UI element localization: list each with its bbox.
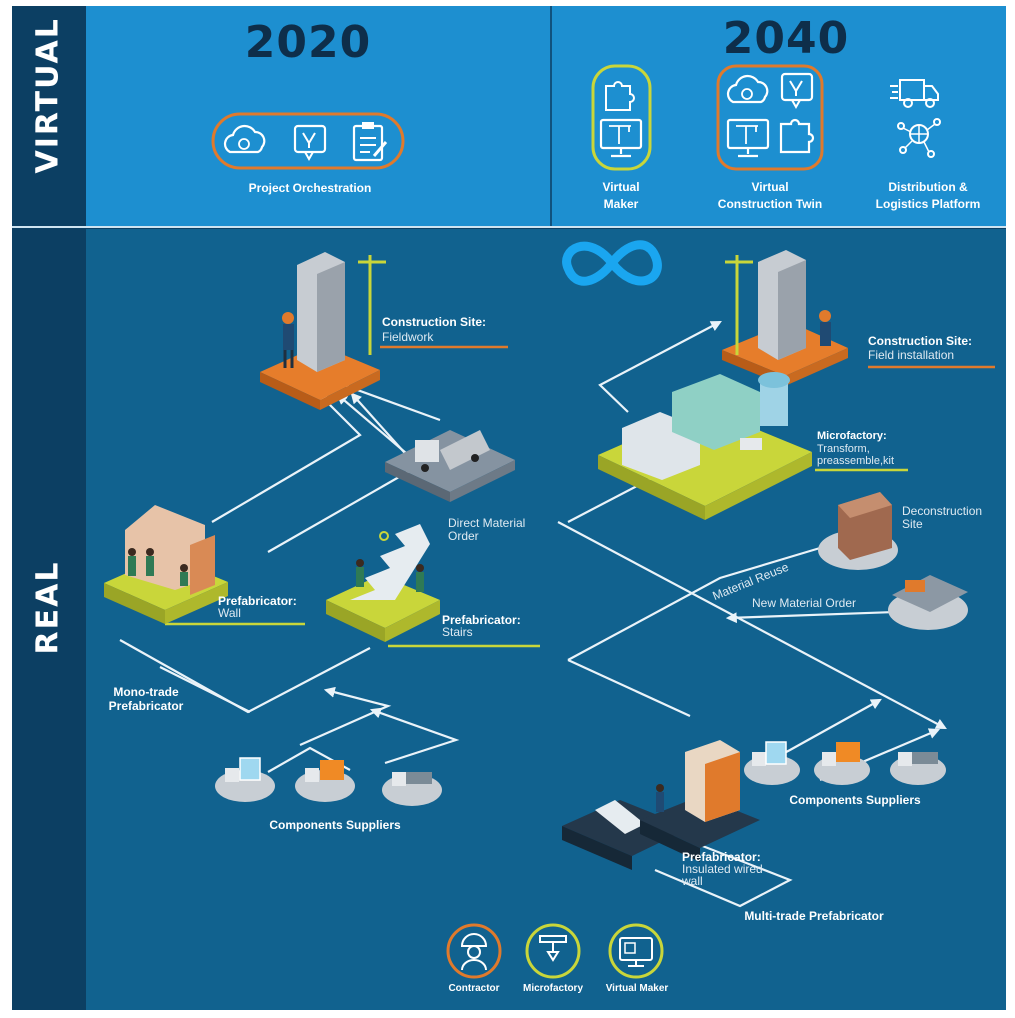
virtual-maker-pill bbox=[591, 64, 652, 171]
virtual-band bbox=[86, 6, 1006, 226]
new-material-site bbox=[888, 575, 968, 630]
network-globe-icon bbox=[897, 118, 941, 158]
year-2020: 2020 bbox=[244, 17, 372, 68]
multi-trade-label: Multi-trade Prefabricator bbox=[744, 909, 884, 923]
clipboard-icon bbox=[352, 122, 388, 162]
microfactory-icon bbox=[525, 923, 581, 979]
stairs-prefab-sub: Stairs bbox=[442, 625, 473, 639]
multi-prefab-sub-2: wall bbox=[682, 874, 703, 888]
new-material-order-label: New Material Order bbox=[752, 596, 857, 610]
truck-platform-2020 bbox=[385, 430, 515, 502]
site-2020-sub: Fieldwork bbox=[382, 330, 434, 344]
year-2040: 2040 bbox=[722, 13, 850, 64]
monitor-crane-icon bbox=[599, 118, 643, 158]
puzzle-icon bbox=[605, 81, 635, 111]
legend-virtual-maker: Virtual Maker bbox=[605, 983, 669, 994]
virtual-twin-pill bbox=[716, 64, 824, 171]
cloud-icon bbox=[726, 74, 769, 104]
project-orchestration-label: Project Orchestration bbox=[248, 181, 372, 195]
distribution-label-1: Distribution & bbox=[888, 180, 968, 194]
wall-prefabricator bbox=[104, 505, 228, 624]
side-strip-real bbox=[12, 229, 84, 1010]
virtual-twin-label-1: Virtual bbox=[751, 180, 789, 194]
site-2020-title: Construction Site: bbox=[382, 315, 486, 329]
multi-prefab-title: Prefabricator: bbox=[682, 850, 761, 864]
project-orchestration-pill bbox=[211, 112, 405, 170]
construction-site-2020 bbox=[260, 252, 386, 410]
microfactory-2040 bbox=[598, 372, 812, 520]
microfactory-sub-1: Transform, bbox=[817, 443, 870, 455]
side-strip-virtual bbox=[12, 6, 84, 226]
real-band bbox=[86, 229, 1006, 1010]
legend-contractor: Contractor bbox=[448, 983, 500, 994]
microfactory-sub-2: preassemble,kit bbox=[817, 455, 895, 467]
suppliers-2020-label: Components Suppliers bbox=[269, 818, 401, 832]
stairs-prefab-title: Prefabricator: bbox=[442, 613, 521, 627]
mono-trade-1: Mono-trade bbox=[113, 685, 179, 699]
band-label-virtual: VIRTUAL bbox=[30, 17, 66, 174]
monitor-crane-icon bbox=[726, 118, 770, 158]
virtual-maker-label-1: Virtual bbox=[602, 180, 640, 194]
chat-bubble-icon bbox=[293, 124, 327, 162]
mono-trade-2: Prefabricator bbox=[108, 699, 184, 713]
delivery-truck-icon bbox=[890, 79, 939, 108]
deconstruction-site bbox=[818, 492, 898, 570]
distribution-label-2: Logistics Platform bbox=[875, 197, 981, 211]
chat-bubble-icon bbox=[780, 72, 814, 110]
virtual-twin-label-2: Construction Twin bbox=[717, 197, 823, 211]
virtual-maker-icon bbox=[608, 923, 664, 979]
site-2040-title: Construction Site: bbox=[868, 334, 972, 348]
site-2040-sub: Field installation bbox=[868, 348, 955, 362]
cloud-icon bbox=[223, 124, 266, 154]
deconstruction-2: Site bbox=[902, 517, 923, 531]
suppliers-2040-label: Components Suppliers bbox=[789, 793, 921, 807]
microfactory-title: Microfactory: bbox=[817, 430, 887, 442]
stairs-prefabricator bbox=[326, 524, 440, 642]
wall-prefab-title: Prefabricator: bbox=[218, 594, 297, 608]
multi-prefab-sub-1: Insulated wired bbox=[682, 862, 763, 876]
multi-trade-prefabricator bbox=[562, 740, 760, 870]
band-label-real: REAL bbox=[30, 560, 66, 655]
infinity-icon bbox=[562, 240, 662, 286]
supplier-trucks-2020 bbox=[215, 757, 442, 806]
puzzle-icon bbox=[779, 118, 815, 154]
direct-order-1: Direct Material bbox=[448, 516, 526, 530]
contractor-icon bbox=[446, 923, 502, 979]
legend-microfactory: Microfactory bbox=[522, 983, 583, 994]
virtual-maker-label-2: Maker bbox=[603, 197, 639, 211]
construction-site-2040 bbox=[722, 250, 848, 386]
deconstruction-1: Deconstruction bbox=[902, 504, 983, 518]
wall-prefab-sub: Wall bbox=[218, 606, 241, 620]
direct-order-2: Order bbox=[448, 529, 479, 543]
supplier-trucks-2040 bbox=[744, 741, 946, 785]
